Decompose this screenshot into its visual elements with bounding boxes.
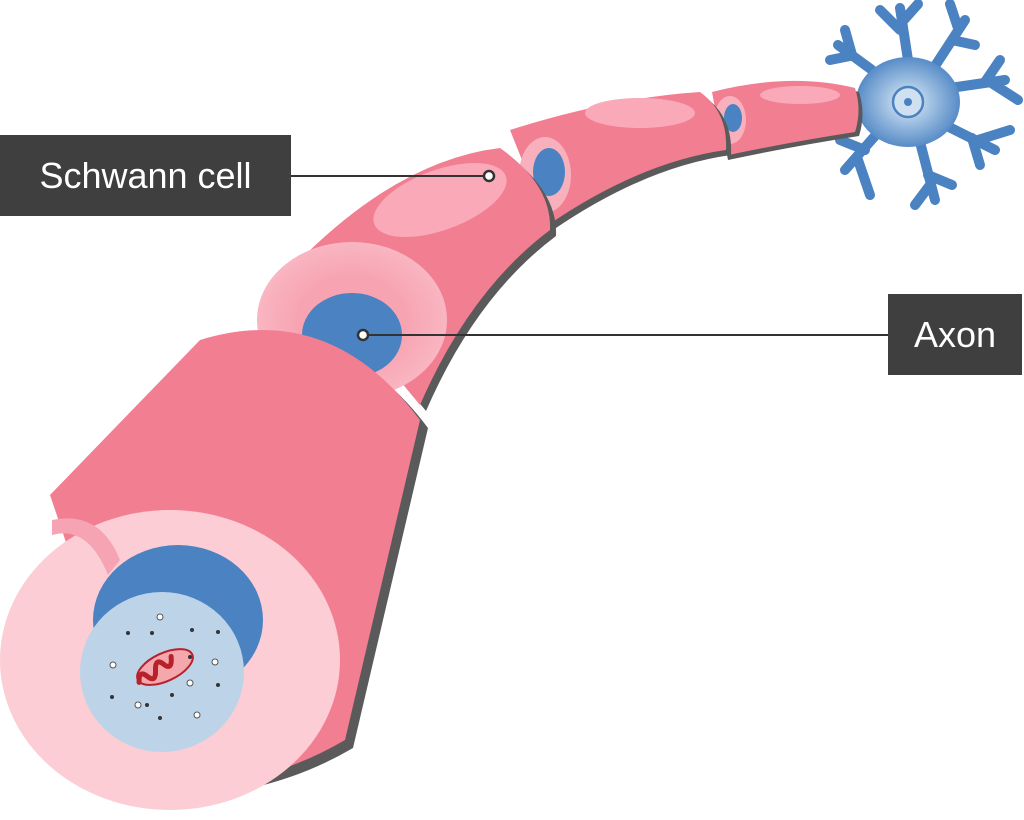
schwann-cell-label: Schwann cell <box>0 135 291 216</box>
mitochondrion <box>136 648 194 686</box>
schwann-cell-label-text: Schwann cell <box>39 154 252 196</box>
myelin-segment-4 <box>712 80 863 160</box>
schwann-cell-pointer-dot <box>482 169 496 183</box>
vesicles <box>110 628 220 720</box>
axon-label-text: Axon <box>913 313 997 355</box>
axon-pointer-dot <box>356 328 370 342</box>
neuron-cell-body <box>825 0 1023 210</box>
axon-label: Axon <box>888 294 1022 375</box>
myelin-sheath-front <box>0 330 428 810</box>
dendrites <box>825 0 1023 210</box>
empty-vesicles <box>109 613 219 719</box>
leader-lines <box>291 175 888 336</box>
